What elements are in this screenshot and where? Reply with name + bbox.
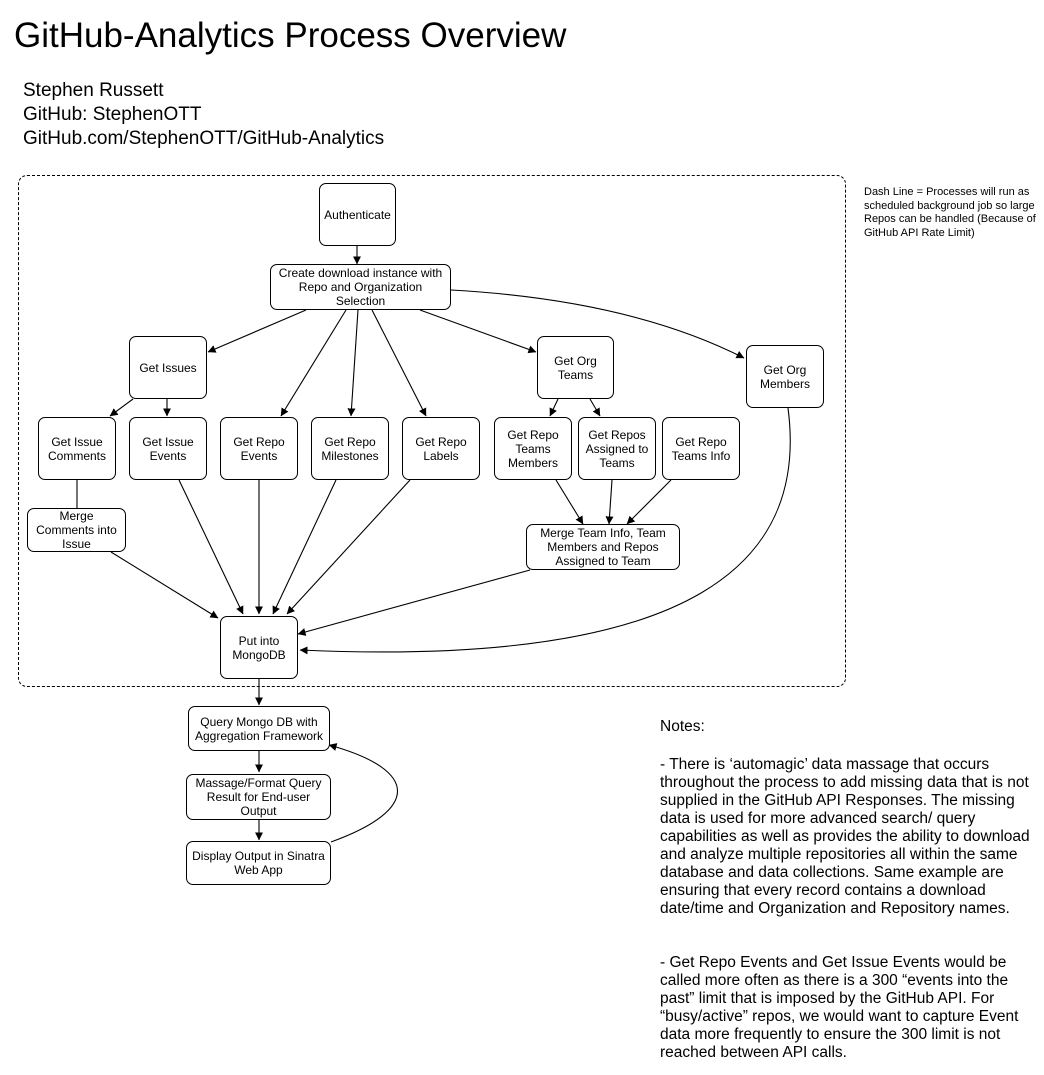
edge-create-to-issues bbox=[207, 309, 307, 353]
node-create-download-instance: Create download instance with Repo and O… bbox=[270, 264, 451, 310]
node-query-mongo-db: Query Mongo DB with Aggregation Framewor… bbox=[188, 706, 330, 751]
edge-org-teams-to-assigned bbox=[589, 398, 601, 417]
notes-paragraph-1: - There is ‘automagic’ data massage that… bbox=[660, 756, 1030, 917]
edge-milestones-to-mongodb bbox=[272, 479, 337, 615]
node-merge-team-info: Merge Team Info, Team Members and Repos … bbox=[526, 524, 680, 570]
node-get-repo-teams-members: Get Repo Teams Members bbox=[494, 417, 572, 480]
edge-create-to-labels bbox=[371, 309, 427, 417]
node-get-org-members: Get Org Members bbox=[746, 345, 824, 408]
edge-issue-events-to-mongodb bbox=[178, 479, 244, 615]
edge-merge-team-to-mongodb bbox=[297, 569, 531, 636]
background-job-boundary bbox=[18, 175, 846, 687]
author-name: Stephen Russett bbox=[23, 80, 164, 101]
edge-labels-to-mongodb bbox=[286, 479, 411, 615]
node-get-repos-assigned-to-teams: Get Repos Assigned to Teams bbox=[578, 417, 656, 480]
edge-create-to-repo-events bbox=[280, 309, 347, 417]
edge-org-members-to-mongodb bbox=[299, 407, 791, 655]
node-get-issue-events: Get Issue Events bbox=[129, 417, 207, 480]
edge-assigned-to-merge bbox=[605, 479, 614, 525]
node-put-into-mongodb: Put into MongoDB bbox=[220, 616, 298, 679]
author-repo-url: GitHub.com/StephenOTT/GitHub-Analytics bbox=[23, 128, 385, 149]
edge-issues-to-comments bbox=[109, 398, 134, 417]
node-get-repo-teams-info: Get Repo Teams Info bbox=[662, 417, 740, 480]
node-get-repo-events: Get Repo Events bbox=[220, 417, 298, 480]
node-merge-comments-into-issue: Merge Comments into Issue bbox=[27, 508, 126, 552]
notes-heading: Notes: bbox=[660, 718, 705, 735]
dash-line-note: Dash Line = Processes will run as schedu… bbox=[864, 186, 1036, 239]
node-get-org-teams: Get Org Teams bbox=[537, 336, 614, 399]
edge-merge-comments-to-mongodb bbox=[110, 551, 219, 619]
node-get-issue-comments: Get Issue Comments bbox=[38, 417, 116, 480]
edge-org-teams-to-members bbox=[549, 398, 559, 417]
edge-teams-info-to-merge bbox=[626, 479, 672, 525]
edge-display-loop-to-query bbox=[328, 743, 399, 843]
node-get-repo-milestones: Get Repo Milestones bbox=[311, 417, 389, 480]
node-get-repo-labels: Get Repo Labels bbox=[402, 417, 480, 480]
node-authenticate: Authenticate bbox=[319, 183, 396, 246]
node-get-issues: Get Issues bbox=[129, 336, 207, 399]
edge-create-to-org-members bbox=[450, 289, 745, 359]
node-display-output: Display Output in Sinatra Web App bbox=[186, 841, 331, 885]
edge-create-to-milestones bbox=[347, 309, 359, 417]
node-massage-format-query-result: Massage/Format Query Result for End-user… bbox=[186, 774, 331, 820]
edge-teams-members-to-merge bbox=[555, 479, 584, 525]
page-title: GitHub-Analytics Process Overview bbox=[14, 16, 567, 55]
notes-paragraph-2: - Get Repo Events and Get Issue Events w… bbox=[660, 954, 1019, 1061]
author-github: GitHub: StephenOTT bbox=[23, 104, 202, 125]
edge-create-to-org-teams bbox=[419, 309, 537, 354]
